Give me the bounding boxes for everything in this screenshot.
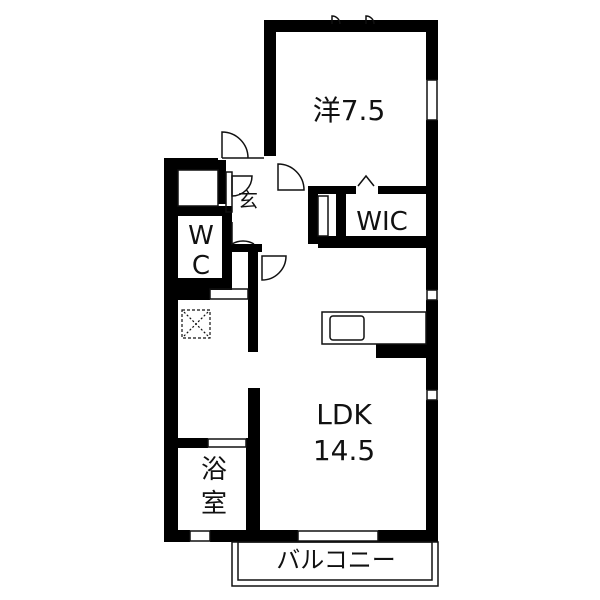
room-label-wic: WIC [356, 207, 408, 237]
wall-hall-bottom [232, 244, 262, 252]
wall-wc-bottom [164, 278, 232, 290]
shoe-box [177, 169, 219, 207]
bath-door-line [207, 438, 247, 448]
wash-opening-line [209, 288, 249, 300]
bedroom-door [277, 163, 305, 191]
top-window-left [331, 15, 341, 25]
wall-wc-top [178, 206, 226, 216]
window-bath-bottom [189, 530, 211, 542]
room-label-ldk: LDK [316, 398, 372, 431]
walls [164, 20, 438, 542]
wall-left-outer [164, 158, 178, 540]
top-window-right [365, 15, 375, 25]
room-label-toilet-w: W [188, 221, 214, 251]
washing-machine [181, 309, 211, 339]
washing-machine-x2 [183, 311, 209, 337]
wall-bath-right [246, 438, 260, 540]
room-label-balcony: バルコニー [276, 546, 396, 574]
kitchen-counter-block [376, 344, 438, 358]
kitchen-sink [329, 315, 365, 341]
front-door [221, 131, 249, 159]
wall-wash-top-left [178, 288, 210, 300]
room-label-entrance: 玄 [238, 188, 258, 212]
doors [221, 15, 375, 281]
window-ldk-right-upper [426, 289, 438, 301]
wall-right-upper [426, 20, 438, 80]
entrance-door [231, 175, 253, 197]
wall-bedroom-bottom-a [308, 186, 356, 194]
thin-lines [177, 79, 439, 587]
wall-bottom-left [164, 530, 190, 542]
window-ldk-right-lower [426, 389, 438, 401]
room-label-ldk-size: 14.5 [313, 434, 375, 467]
wall-wic-bottom [318, 236, 438, 248]
balcony-inner [237, 541, 433, 581]
wall-entrance-vert [218, 160, 226, 204]
wall-bottom-right [378, 530, 438, 542]
wall-right-mid [426, 120, 438, 290]
wall-right-bottom [426, 400, 438, 540]
wall-bedroom-bottom-b [378, 186, 438, 194]
hall-closet-line [317, 195, 329, 237]
washing-machine-box [181, 309, 211, 339]
window-bedroom-right [426, 79, 438, 121]
room-label-western: 洋7.5 [313, 94, 386, 127]
wall-bath-top [178, 438, 208, 448]
wall-bedroom-left [264, 20, 276, 156]
window-ldk-bottom [297, 530, 379, 542]
ldk-door [261, 255, 287, 281]
wall-wash-right [248, 252, 258, 352]
kitchen-counter [321, 311, 427, 345]
wall-bottom-mid [210, 530, 298, 542]
wall-wic-left [336, 186, 346, 242]
room-label-bath-1: 浴 [201, 455, 227, 485]
wall-bedroom-top [264, 20, 438, 32]
room-label-bath-2: 室 [201, 489, 227, 519]
wic-marker [357, 174, 375, 187]
wall-hall-right [308, 190, 318, 244]
room-label-toilet-c: C [192, 251, 210, 281]
wall-wc-right [222, 206, 232, 284]
wc-door [231, 222, 255, 246]
